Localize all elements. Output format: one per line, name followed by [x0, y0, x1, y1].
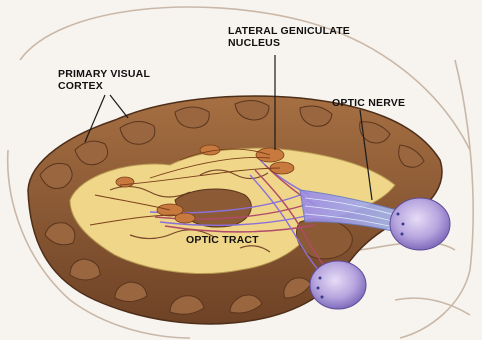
- lateral-geniculate-nucleus-label: LATERAL GENICULATE NUCLEUS: [228, 25, 350, 49]
- primary-visual-cortex-label-line2: CORTEX: [58, 80, 150, 92]
- lateral-geniculate-nucleus-label-line1: LATERAL GENICULATE: [228, 25, 350, 37]
- primary-visual-cortex-label-line1: PRIMARY VISUAL: [58, 68, 150, 80]
- primary-visual-cortex-label: PRIMARY VISUAL CORTEX: [58, 68, 150, 92]
- optic-nerve-label: OPTIC NERVE: [332, 97, 405, 109]
- optic-tract-label: OPTIC TRACT: [186, 234, 259, 246]
- lateral-geniculate-nucleus-label-line2: NUCLEUS: [228, 37, 350, 49]
